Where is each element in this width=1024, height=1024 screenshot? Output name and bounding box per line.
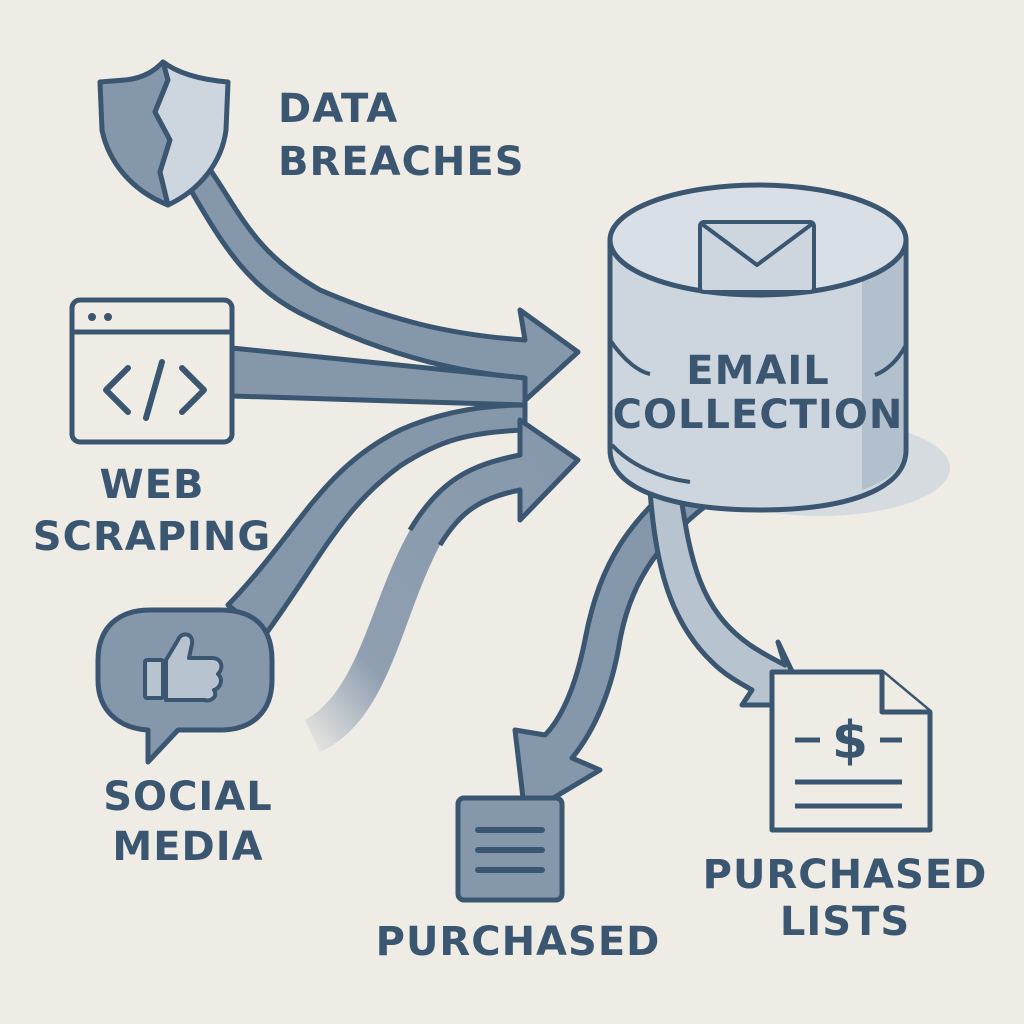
dollar-sign: $ bbox=[832, 711, 868, 771]
thumbs-up-bubble-icon bbox=[95, 607, 275, 765]
web-scraping-label-line1: WEB bbox=[100, 462, 205, 508]
data-breaches-label-line2: BREACHES bbox=[278, 139, 525, 185]
broken-shield-icon bbox=[97, 59, 231, 208]
purchased-lists-label-line1: PURCHASED bbox=[703, 852, 988, 898]
envelope-icon bbox=[698, 220, 816, 294]
hub-label-line1: EMAIL bbox=[686, 348, 829, 394]
data-breaches-label-line1: DATA bbox=[278, 86, 398, 132]
outgoing-arrows bbox=[512, 467, 811, 818]
incoming-arrows bbox=[182, 152, 581, 752]
social-media-label-line2: MEDIA bbox=[112, 824, 263, 870]
invoice-dollar-icon: $ bbox=[769, 669, 933, 833]
social-media-label-line1: SOCIAL bbox=[103, 774, 273, 820]
purchased-label: PURCHASED bbox=[376, 919, 661, 965]
arrow-fading-tail-outline bbox=[407, 417, 581, 547]
code-window-icon bbox=[69, 297, 235, 445]
document-icon bbox=[455, 795, 565, 903]
purchased-lists-label-line2: LISTS bbox=[780, 899, 910, 945]
hub-label-line2: COLLECTION bbox=[613, 392, 904, 438]
web-scraping-label-line2: SCRAPING bbox=[33, 514, 271, 560]
arrow-to-purchased bbox=[512, 467, 723, 818]
cylinder-side-shade bbox=[862, 242, 903, 490]
arrow-fading-tail bbox=[305, 420, 578, 752]
arrow-from-social-media bbox=[225, 402, 528, 638]
email-collection-cylinder bbox=[607, 182, 909, 513]
cylinder-body bbox=[607, 237, 909, 513]
cylinder-band-bottom bbox=[610, 443, 691, 484]
thumbs-up-icon bbox=[143, 632, 224, 703]
cylinder-band-top bbox=[608, 338, 651, 376]
cylinder-band-right bbox=[874, 344, 908, 377]
